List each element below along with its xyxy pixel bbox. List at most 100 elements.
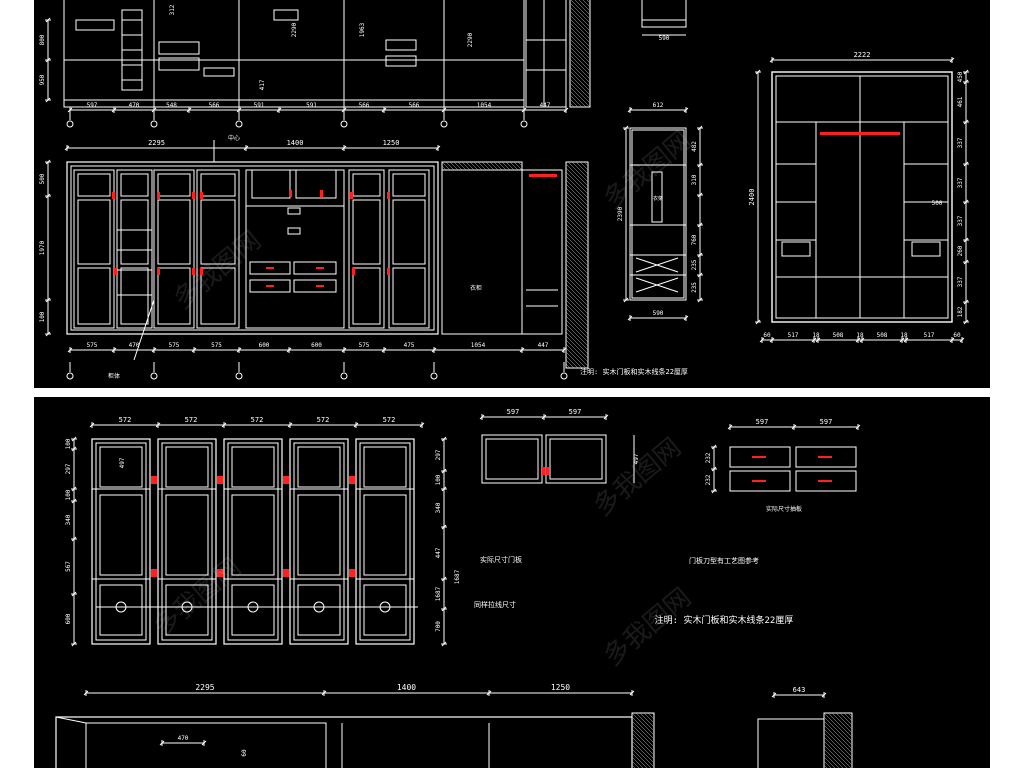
cad-line [823, 716, 853, 746]
cad-line [623, 125, 629, 131]
cad-line [823, 724, 853, 754]
cad-rect [157, 199, 191, 265]
handle-mark [283, 569, 286, 577]
handle-mark [352, 569, 355, 577]
cad-rect [200, 267, 236, 325]
cad-line [341, 145, 347, 151]
cad-rect [388, 169, 430, 329]
handle-mark [349, 569, 352, 577]
dimension-label: 600 [259, 342, 270, 349]
cad-line [963, 119, 969, 125]
cad-line [341, 347, 347, 353]
cad-line [711, 488, 717, 494]
cad-line [565, 243, 589, 267]
cad-line [477, 161, 487, 171]
cad-line [755, 319, 761, 325]
cad-rect [363, 584, 407, 636]
cad-line [603, 414, 609, 420]
dimension-label: 575 [169, 342, 180, 349]
cad-rect [73, 169, 115, 329]
dimension-label: 508 [833, 332, 844, 339]
cad-rect [392, 267, 426, 325]
handle-mark [192, 268, 195, 275]
handle-mark [217, 569, 220, 577]
cad-line [565, 347, 587, 369]
cad-line [71, 591, 77, 597]
dimension-label: 566 [409, 102, 420, 109]
handle-mark [352, 476, 355, 484]
dimension-label: 1250 [551, 683, 570, 692]
cad-line [321, 690, 327, 696]
cad-line [631, 716, 655, 740]
cad-rect [297, 446, 341, 488]
dimension-label: 1400 [397, 683, 416, 692]
cad-line [457, 161, 467, 171]
cad-line [441, 524, 447, 530]
cad-line [565, 363, 571, 369]
dimension-label: 1400 [287, 139, 304, 147]
cad-rect [352, 267, 381, 325]
handle-mark [818, 480, 832, 482]
cad-rect [293, 442, 345, 641]
axis-bubble [520, 120, 528, 128]
cad-line [71, 536, 77, 542]
dimension-label: 567 [65, 561, 72, 572]
cad-rect [95, 442, 147, 641]
cad-rect [249, 261, 291, 275]
cad-line [569, 54, 591, 76]
cad-rect [565, 161, 589, 369]
dimension-label: 600 [65, 613, 72, 624]
cad-rect [157, 438, 217, 645]
cad-line [71, 486, 77, 492]
dimension-label: 597 [820, 418, 833, 426]
cad-rect [165, 446, 209, 488]
cad-line [441, 486, 447, 492]
dimension-label: 60 [953, 332, 961, 339]
cad-line [569, 42, 591, 64]
cad-line [575, 161, 589, 175]
handle-mark [316, 285, 324, 287]
cad-rect [85, 722, 327, 768]
cad-line [133, 299, 155, 361]
dimension-label: 508 [877, 332, 888, 339]
cad-rect [161, 442, 213, 641]
cad-line [631, 736, 655, 760]
cad-line [569, 22, 591, 44]
cad-line [517, 161, 523, 167]
cad-line [441, 468, 447, 474]
cad-line [578, 0, 591, 12]
dimension-label: 337 [957, 137, 964, 148]
cad-line [697, 222, 703, 228]
cad-line [541, 414, 547, 420]
cad-line [419, 422, 425, 428]
cad-line [635, 257, 679, 273]
cad-line [727, 424, 733, 430]
dimension-label: 517 [924, 332, 935, 339]
cad-rect [77, 173, 111, 197]
cad-line [843, 712, 853, 722]
cad-line [441, 436, 447, 442]
cad-line [287, 422, 293, 428]
cad-line [489, 161, 499, 171]
cad-rect [231, 494, 275, 576]
cad-line [570, 0, 591, 20]
dimension-label: 2295 [148, 139, 165, 147]
cad-rect [823, 712, 853, 768]
cad-line [565, 187, 589, 211]
cad-rect [352, 173, 381, 197]
cad-line [823, 712, 853, 742]
dimension-label: 337 [957, 215, 964, 226]
axis-bubble [66, 372, 74, 380]
dimension-label: 337 [957, 177, 964, 188]
dimension-label: 2290 [291, 22, 298, 37]
cad-line [569, 18, 591, 40]
cad-line [565, 355, 579, 369]
axis-bubble [150, 372, 158, 380]
cad-line [286, 347, 292, 353]
cad-line [631, 744, 655, 768]
cad-line [381, 107, 387, 113]
cad-line [639, 712, 655, 728]
handle-mark [151, 476, 154, 484]
handle-mark [220, 476, 223, 484]
